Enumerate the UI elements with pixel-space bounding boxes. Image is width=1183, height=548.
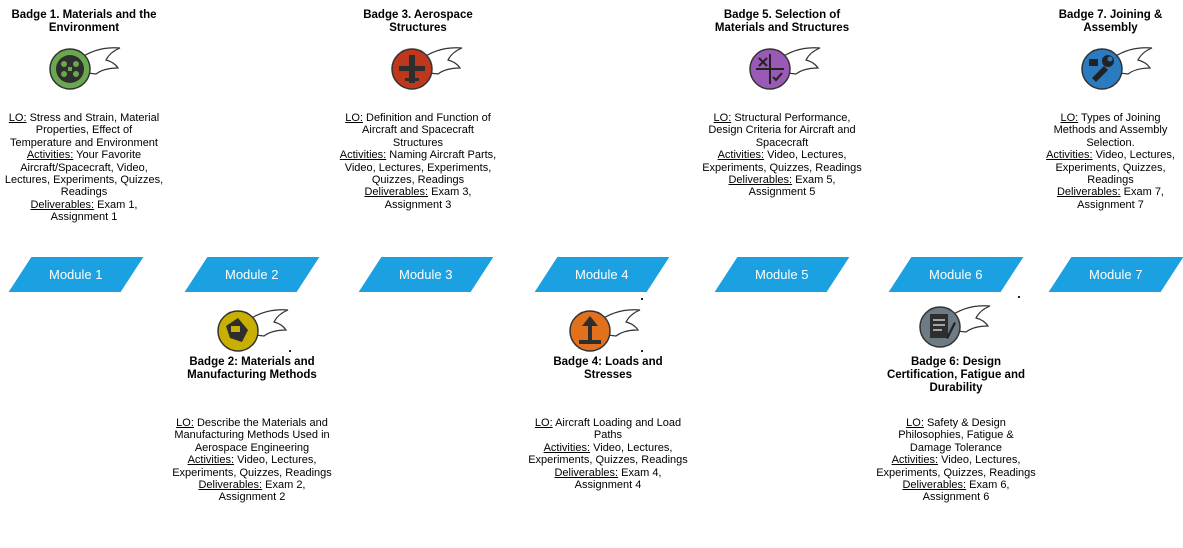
marker-dot (1018, 296, 1020, 298)
badge-3-description: LO: Definition and Function of Aircraft … (338, 112, 498, 211)
activities-label: Activities: (717, 149, 765, 162)
badge-3-title: Badge 3. Aerospace Structures (363, 9, 473, 34)
badge-4-lo: Aircraft Loading and Load Paths (555, 417, 682, 442)
manufacturing-icon (216, 304, 296, 354)
selection-icon (748, 42, 828, 92)
module-4[interactable]: Module 4 (534, 257, 670, 292)
badge-2-activities: Video, Lectures, Experiments, Quizzes, R… (172, 454, 332, 479)
lo-label: LO: (345, 112, 363, 124)
badge-7-deliverables: Exam 7, Assignment 7 (1077, 186, 1164, 211)
badge-4-title: Badge 4: Loads and Stresses (553, 356, 663, 381)
badge-6-title: Badge 6: Design Certification, Fatigue a… (886, 356, 1025, 394)
badge-5-description: LO: Structural Performance, Design Crite… (702, 112, 862, 199)
marker-dot (289, 350, 291, 352)
module-6-label: Module 6 (929, 267, 983, 282)
module-1[interactable]: Module 1 (8, 257, 144, 292)
deliverables-label: Deliverables: (30, 198, 95, 211)
badge-4-deliverables: Exam 4, Assignment 4 (574, 466, 662, 492)
badge-2-deliverables: Exam 2, Assignment 2 (218, 479, 306, 504)
deliverables-label: Deliverables: (902, 479, 967, 492)
marker-dot (641, 350, 643, 352)
module-2-label: Module 2 (225, 267, 279, 282)
marker-dot (641, 298, 643, 300)
module-3[interactable]: Module 3 (358, 257, 494, 292)
badge-5-deliverables: Exam 5, Assignment 5 (748, 174, 836, 199)
badge-3-activities: Naming Aircraft Parts, Video, Lectures, … (344, 149, 497, 187)
module-5-label: Module 5 (755, 267, 809, 282)
badge-6-activities: Video, Lectures, Experiments, Quizzes, R… (876, 454, 1036, 479)
lo-label: LO: (713, 112, 732, 124)
module-7[interactable]: Module 7 (1048, 257, 1183, 292)
badge-4-activities: Video, Lectures, Experiments, Quizzes, R… (528, 441, 688, 467)
badge-1-activities: Your Favorite Aircraft/Spacecraft, Video… (4, 149, 164, 199)
badge-1-lo: Stress and Strain, Material Properties, … (10, 112, 160, 149)
badge-3-lo: Definition and Function of Aircraft and … (362, 112, 491, 149)
module-3-label: Module 3 (399, 267, 453, 282)
materials-environment-icon (48, 42, 128, 92)
badge-6-lo: Safety & Design Philosophies, Fatigue & … (898, 417, 1014, 454)
badge-4-description: LO: Aircraft Loading and Load Paths Acti… (528, 417, 688, 491)
aerospace-structures-icon (390, 42, 470, 92)
module-1-label: Module 1 (49, 267, 103, 282)
activities-label: Activities: (1046, 149, 1093, 162)
module-6[interactable]: Module 6 (888, 257, 1024, 292)
lo-label: LO: (534, 417, 553, 429)
badge-6-description: LO: Safety & Design Philosophies, Fatigu… (876, 417, 1036, 504)
badge-1-deliverables: Exam 1, Assignment 1 (50, 198, 138, 224)
deliverables-label: Deliverables: (728, 174, 793, 187)
loads-stresses-icon (568, 304, 648, 354)
badge-7-description: LO: Types of Joining Methods and Assembl… (1038, 112, 1183, 211)
joining-assembly-icon (1080, 42, 1160, 92)
deliverables-label: Deliverables: (1056, 186, 1121, 199)
activities-label: Activities: (543, 441, 591, 454)
badge-1-description: LO: Stress and Strain, Material Properti… (4, 112, 164, 224)
activities-label: Activities: (339, 149, 387, 162)
design-certification-icon (918, 300, 998, 350)
badge-1-title: Badge 1. Materials and the Environment (11, 9, 157, 34)
module-5[interactable]: Module 5 (714, 257, 850, 292)
deliverables-label: Deliverables: (198, 479, 263, 492)
lo-label: LO: (176, 417, 194, 429)
badge-7-activities: Video, Lectures, Experiments, Quizzes, R… (1055, 149, 1175, 187)
badge-3-deliverables: Exam 3, Assignment 3 (384, 186, 472, 211)
activities-label: Activities: (26, 149, 74, 162)
activities-label: Activities: (187, 454, 235, 467)
badge-2-description: LO: Describe the Materials and Manufactu… (172, 417, 332, 504)
activities-label: Activities: (891, 454, 939, 467)
badge-2-lo: Describe the Materials and Manufacturing… (174, 417, 330, 454)
lo-label: LO: (8, 112, 27, 124)
lo-label: LO: (906, 417, 924, 429)
badge-5-activities: Video, Lectures, Experiments, Quizzes, R… (702, 149, 862, 174)
badge-7-title: Badge 7. Joining & Assembly (1058, 9, 1163, 34)
module-4-label: Module 4 (575, 267, 629, 282)
badge-6-deliverables: Exam 6, Assignment 6 (922, 479, 1010, 504)
badge-7-lo: Types of Joining Methods and Assembly Se… (1053, 112, 1168, 149)
module-7-label: Module 7 (1089, 267, 1143, 282)
deliverables-label: Deliverables: (554, 466, 619, 479)
badge-5-title: Badge 5. Selection of Materials and Stru… (714, 9, 850, 34)
deliverables-label: Deliverables: (364, 186, 429, 199)
lo-label: LO: (1060, 112, 1079, 124)
badge-2-title: Badge 2: Materials and Manufacturing Met… (187, 356, 317, 381)
badge-5-lo: Structural Performance, Design Criteria … (708, 112, 856, 149)
module-2[interactable]: Module 2 (184, 257, 320, 292)
